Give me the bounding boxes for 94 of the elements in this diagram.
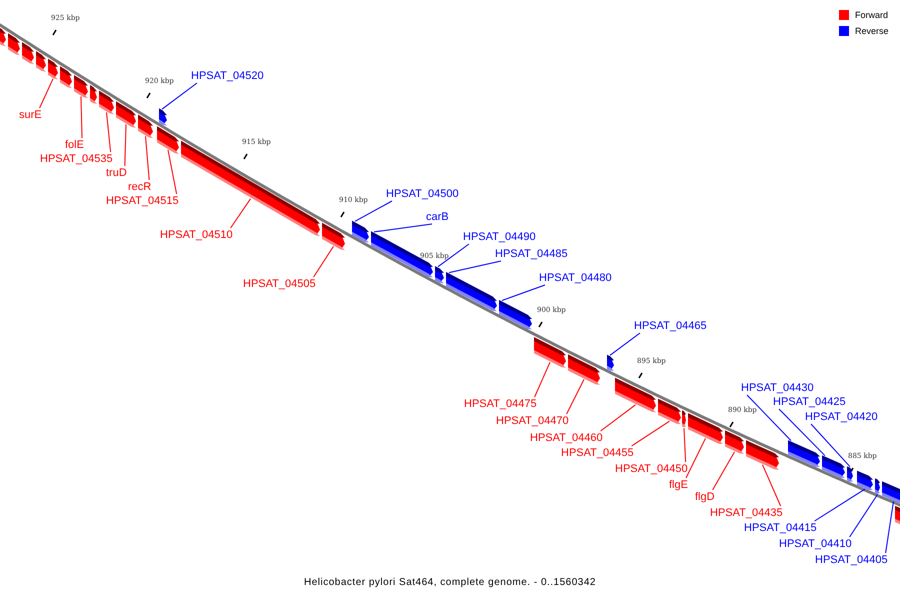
gene-block	[688, 413, 723, 444]
leader-line	[354, 200, 392, 222]
gene-label: HPSAT_04455	[561, 447, 634, 460]
gene-block	[682, 410, 686, 428]
gene-block	[788, 440, 820, 467]
leader-line	[631, 420, 670, 446]
gene-block	[22, 42, 34, 64]
gene-block	[875, 478, 880, 494]
gene-label: HPSAT_04435	[710, 507, 783, 520]
gene-block	[857, 470, 873, 490]
gene-block	[882, 481, 900, 504]
gene-label: HPSAT_04410	[779, 538, 852, 551]
legend-label: Reverse	[855, 26, 889, 36]
leader-line	[230, 198, 251, 228]
gene-label: HPSAT_04425	[773, 396, 846, 409]
gene-label: HPSAT_04505	[243, 278, 316, 291]
gene-label: HPSAT_04470	[496, 415, 569, 428]
gene-block	[746, 440, 779, 470]
legend-label: Forward	[855, 10, 888, 20]
gene-block	[138, 114, 153, 138]
gene-block	[8, 33, 20, 56]
gene-label: HPSAT_04515	[106, 195, 179, 208]
gene-label: HPSAT_04490	[463, 231, 536, 244]
gene-label: surE	[19, 109, 42, 122]
leader-line	[448, 260, 502, 274]
caption: Helicobacter pylori Sat464, complete genome. - 0..1560342	[303, 577, 597, 588]
gene-block	[435, 266, 444, 284]
gene-label: truD	[106, 167, 127, 180]
gene-label: HPSAT_04535	[40, 153, 113, 166]
gene-label: HPSAT_04430	[741, 382, 814, 395]
gene-block	[74, 75, 88, 98]
gene-block	[159, 108, 167, 126]
gene-label: HPSAT_04475	[464, 398, 537, 411]
leader-line	[600, 404, 636, 432]
gene-block	[371, 231, 433, 278]
gene-block	[615, 378, 656, 412]
gene-block	[847, 466, 853, 482]
leader-line	[438, 244, 470, 268]
gene-label: HPSAT_04460	[530, 432, 603, 445]
gene-block	[322, 222, 345, 250]
gene-block	[822, 455, 845, 478]
gene-block	[446, 272, 497, 312]
gene-block	[48, 58, 58, 80]
gene-label: flgD	[695, 491, 715, 504]
gene-label: HPSAT_04415	[744, 522, 817, 535]
gene-block	[90, 85, 97, 104]
gene-label: flgE	[669, 479, 688, 492]
gene-block	[607, 354, 614, 371]
leader-line	[610, 332, 640, 356]
gene-label: carB	[426, 211, 449, 224]
gene-label: HPSAT_04450	[615, 463, 688, 476]
gene-block	[499, 300, 532, 330]
leader-line	[885, 500, 894, 554]
leader-line	[686, 438, 706, 478]
leader-line	[684, 428, 686, 462]
gene-label: HPSAT_04500	[386, 188, 459, 201]
leader-line	[849, 494, 878, 538]
gene-label: HPSAT_04480	[539, 272, 612, 285]
gene-block	[116, 101, 136, 128]
gene-block	[725, 430, 744, 454]
gene-label: HPSAT_04520	[191, 70, 264, 83]
leader-line	[374, 224, 432, 232]
gene-block	[157, 126, 179, 154]
gene-block	[36, 51, 46, 72]
leader-line	[502, 284, 546, 301]
leader-line	[746, 394, 792, 442]
leader-line	[313, 246, 334, 278]
gene-label: HPSAT_04485	[495, 248, 568, 261]
leader-line	[168, 149, 178, 194]
gene-block	[568, 354, 600, 385]
gene-block	[60, 66, 72, 88]
gene-block	[352, 220, 369, 243]
gene-block	[99, 90, 114, 114]
gene-block	[534, 337, 566, 368]
leader-line	[39, 78, 54, 108]
gene-label: HPSAT_04405	[815, 554, 888, 567]
leader-line	[810, 424, 850, 468]
gene-label: recR	[128, 181, 152, 194]
leader-line	[778, 408, 826, 456]
leader-line	[566, 378, 584, 414]
gene-block	[895, 506, 900, 527]
leader-line	[80, 96, 82, 138]
leader-line	[762, 464, 782, 506]
leader-line	[814, 488, 866, 522]
leader-line	[106, 112, 112, 152]
gene-label: folE	[65, 139, 84, 152]
leader-line	[145, 136, 150, 180]
leader-line	[162, 82, 198, 110]
gene-label: HPSAT_04510	[160, 229, 233, 242]
gene-label: HPSAT_04465	[634, 320, 707, 333]
leader-line	[534, 362, 550, 398]
gene-label: HPSAT_04420	[805, 411, 878, 424]
leader-line	[712, 451, 735, 490]
leader-line	[124, 124, 126, 166]
